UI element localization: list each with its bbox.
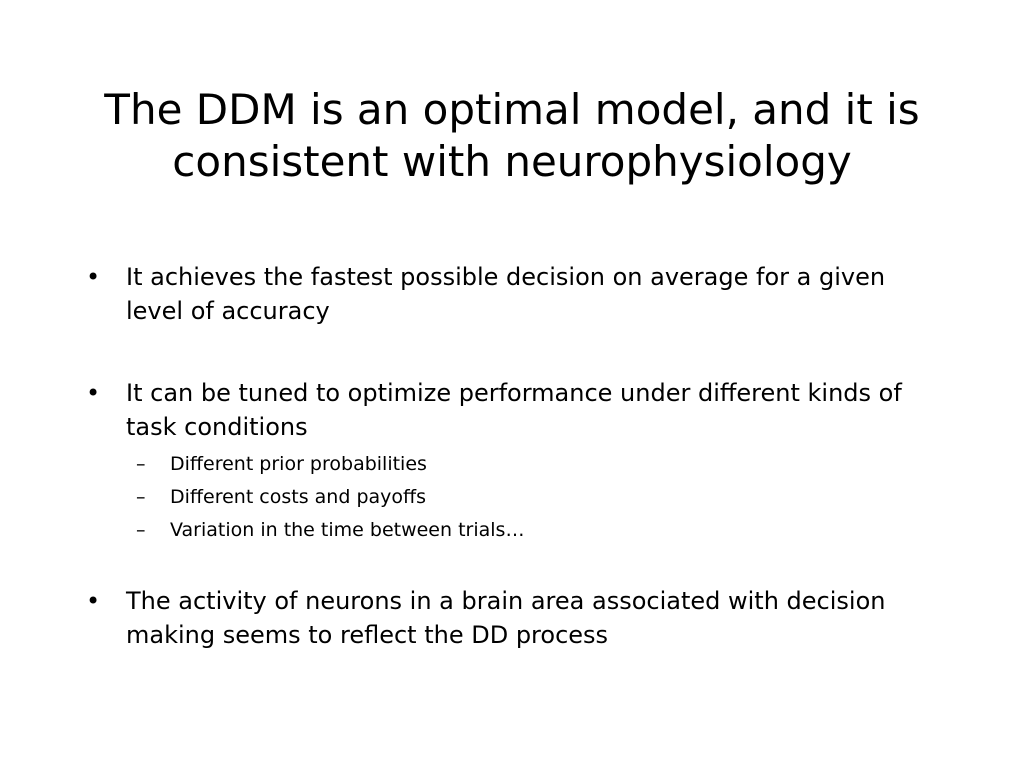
slide-title: The DDM is an optimal model, and it is c… [104, 85, 920, 186]
bullet-text: It achieves the fastest possible decisio… [126, 263, 886, 325]
sub-bullet-item: – Different costs and payoffs [136, 481, 836, 513]
bullet-text: It can be tuned to optimize performance … [126, 379, 902, 441]
bullet-item: • The activity of neurons in a brain are… [86, 584, 946, 652]
sub-bullet-marker: – [136, 486, 146, 508]
bullet-marker: • [86, 263, 101, 291]
bullet-item: • It can be tuned to optimize performanc… [86, 376, 946, 444]
bullet-marker: • [86, 587, 101, 615]
bullet-item: • It achieves the fastest possible decis… [86, 260, 946, 328]
sub-bullet-item: – Variation in the time between trials… [136, 514, 836, 546]
bullet-text: The activity of neurons in a brain area … [126, 587, 886, 649]
sub-bullet-text: Variation in the time between trials… [170, 519, 525, 541]
bullet-marker: • [86, 379, 101, 407]
sub-bullet-marker: – [136, 453, 146, 475]
sub-bullet-text: Different prior probabilities [170, 453, 427, 475]
sub-bullet-text: Different costs and payoffs [170, 486, 427, 508]
sub-bullet-marker: – [136, 519, 146, 541]
sub-bullet-item: – Different prior probabilities [136, 448, 836, 480]
